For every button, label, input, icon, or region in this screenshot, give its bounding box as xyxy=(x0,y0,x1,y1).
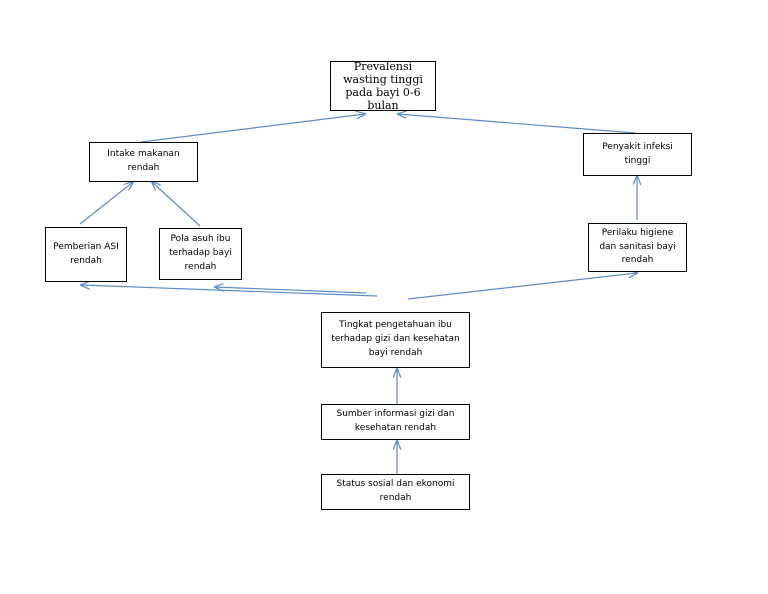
node-intake-makanan: Intake makanan rendah xyxy=(89,142,198,182)
arrow-infeksi-to-prevalensi xyxy=(398,114,636,134)
node-pemberian-asi: Pemberian ASI rendah xyxy=(45,227,127,282)
node-infeksi-label: Penyakit infeksi tinggi xyxy=(602,141,673,166)
node-pola-asuh-label: Pola asuh ibu terhadap bayi rendah xyxy=(169,234,232,272)
node-status-sosial: Status sosial dan ekonomi rendah xyxy=(321,474,470,510)
arrow-intake-to-prevalensi xyxy=(140,114,365,143)
node-status-label: Status sosial dan ekonomi rendah xyxy=(336,479,455,503)
node-sumber-label: Sumber informasi gizi dan kesehatan rend… xyxy=(336,409,455,433)
node-higiene-label: Perilaku higiene dan sanitasi bayi renda… xyxy=(599,227,676,266)
node-asi-label: Pemberian ASI rendah xyxy=(53,241,119,266)
node-prevalensi-label: Prevalensi wasting tinggi pada bayi 0-6 … xyxy=(343,59,423,113)
node-pola-asuh: Pola asuh ibu terhadap bayi rendah xyxy=(159,228,242,280)
arrow-pengetahuan-to-pola-asuh xyxy=(215,287,367,294)
arrow-pengetahuan-to-asi xyxy=(81,285,378,297)
node-pengetahuan-label: Tingkat pengetahuan ibu terhadap gizi da… xyxy=(331,320,460,358)
node-sumber-informasi: Sumber informasi gizi dan kesehatan rend… xyxy=(321,404,470,440)
node-penyakit-infeksi: Penyakit infeksi tinggi xyxy=(583,133,692,176)
node-tingkat-pengetahuan: Tingkat pengetahuan ibu terhadap gizi da… xyxy=(321,312,470,368)
node-intake-label: Intake makanan rendah xyxy=(107,149,180,173)
arrow-asi-to-intake xyxy=(79,182,133,225)
node-prevalensi-wasting: Prevalensi wasting tinggi pada bayi 0-6 … xyxy=(330,59,436,113)
arrow-pengetahuan-to-higiene xyxy=(407,273,637,300)
node-perilaku-higiene: Perilaku higiene dan sanitasi bayi renda… xyxy=(588,223,687,272)
arrow-pola-asuh-to-intake xyxy=(152,182,201,227)
